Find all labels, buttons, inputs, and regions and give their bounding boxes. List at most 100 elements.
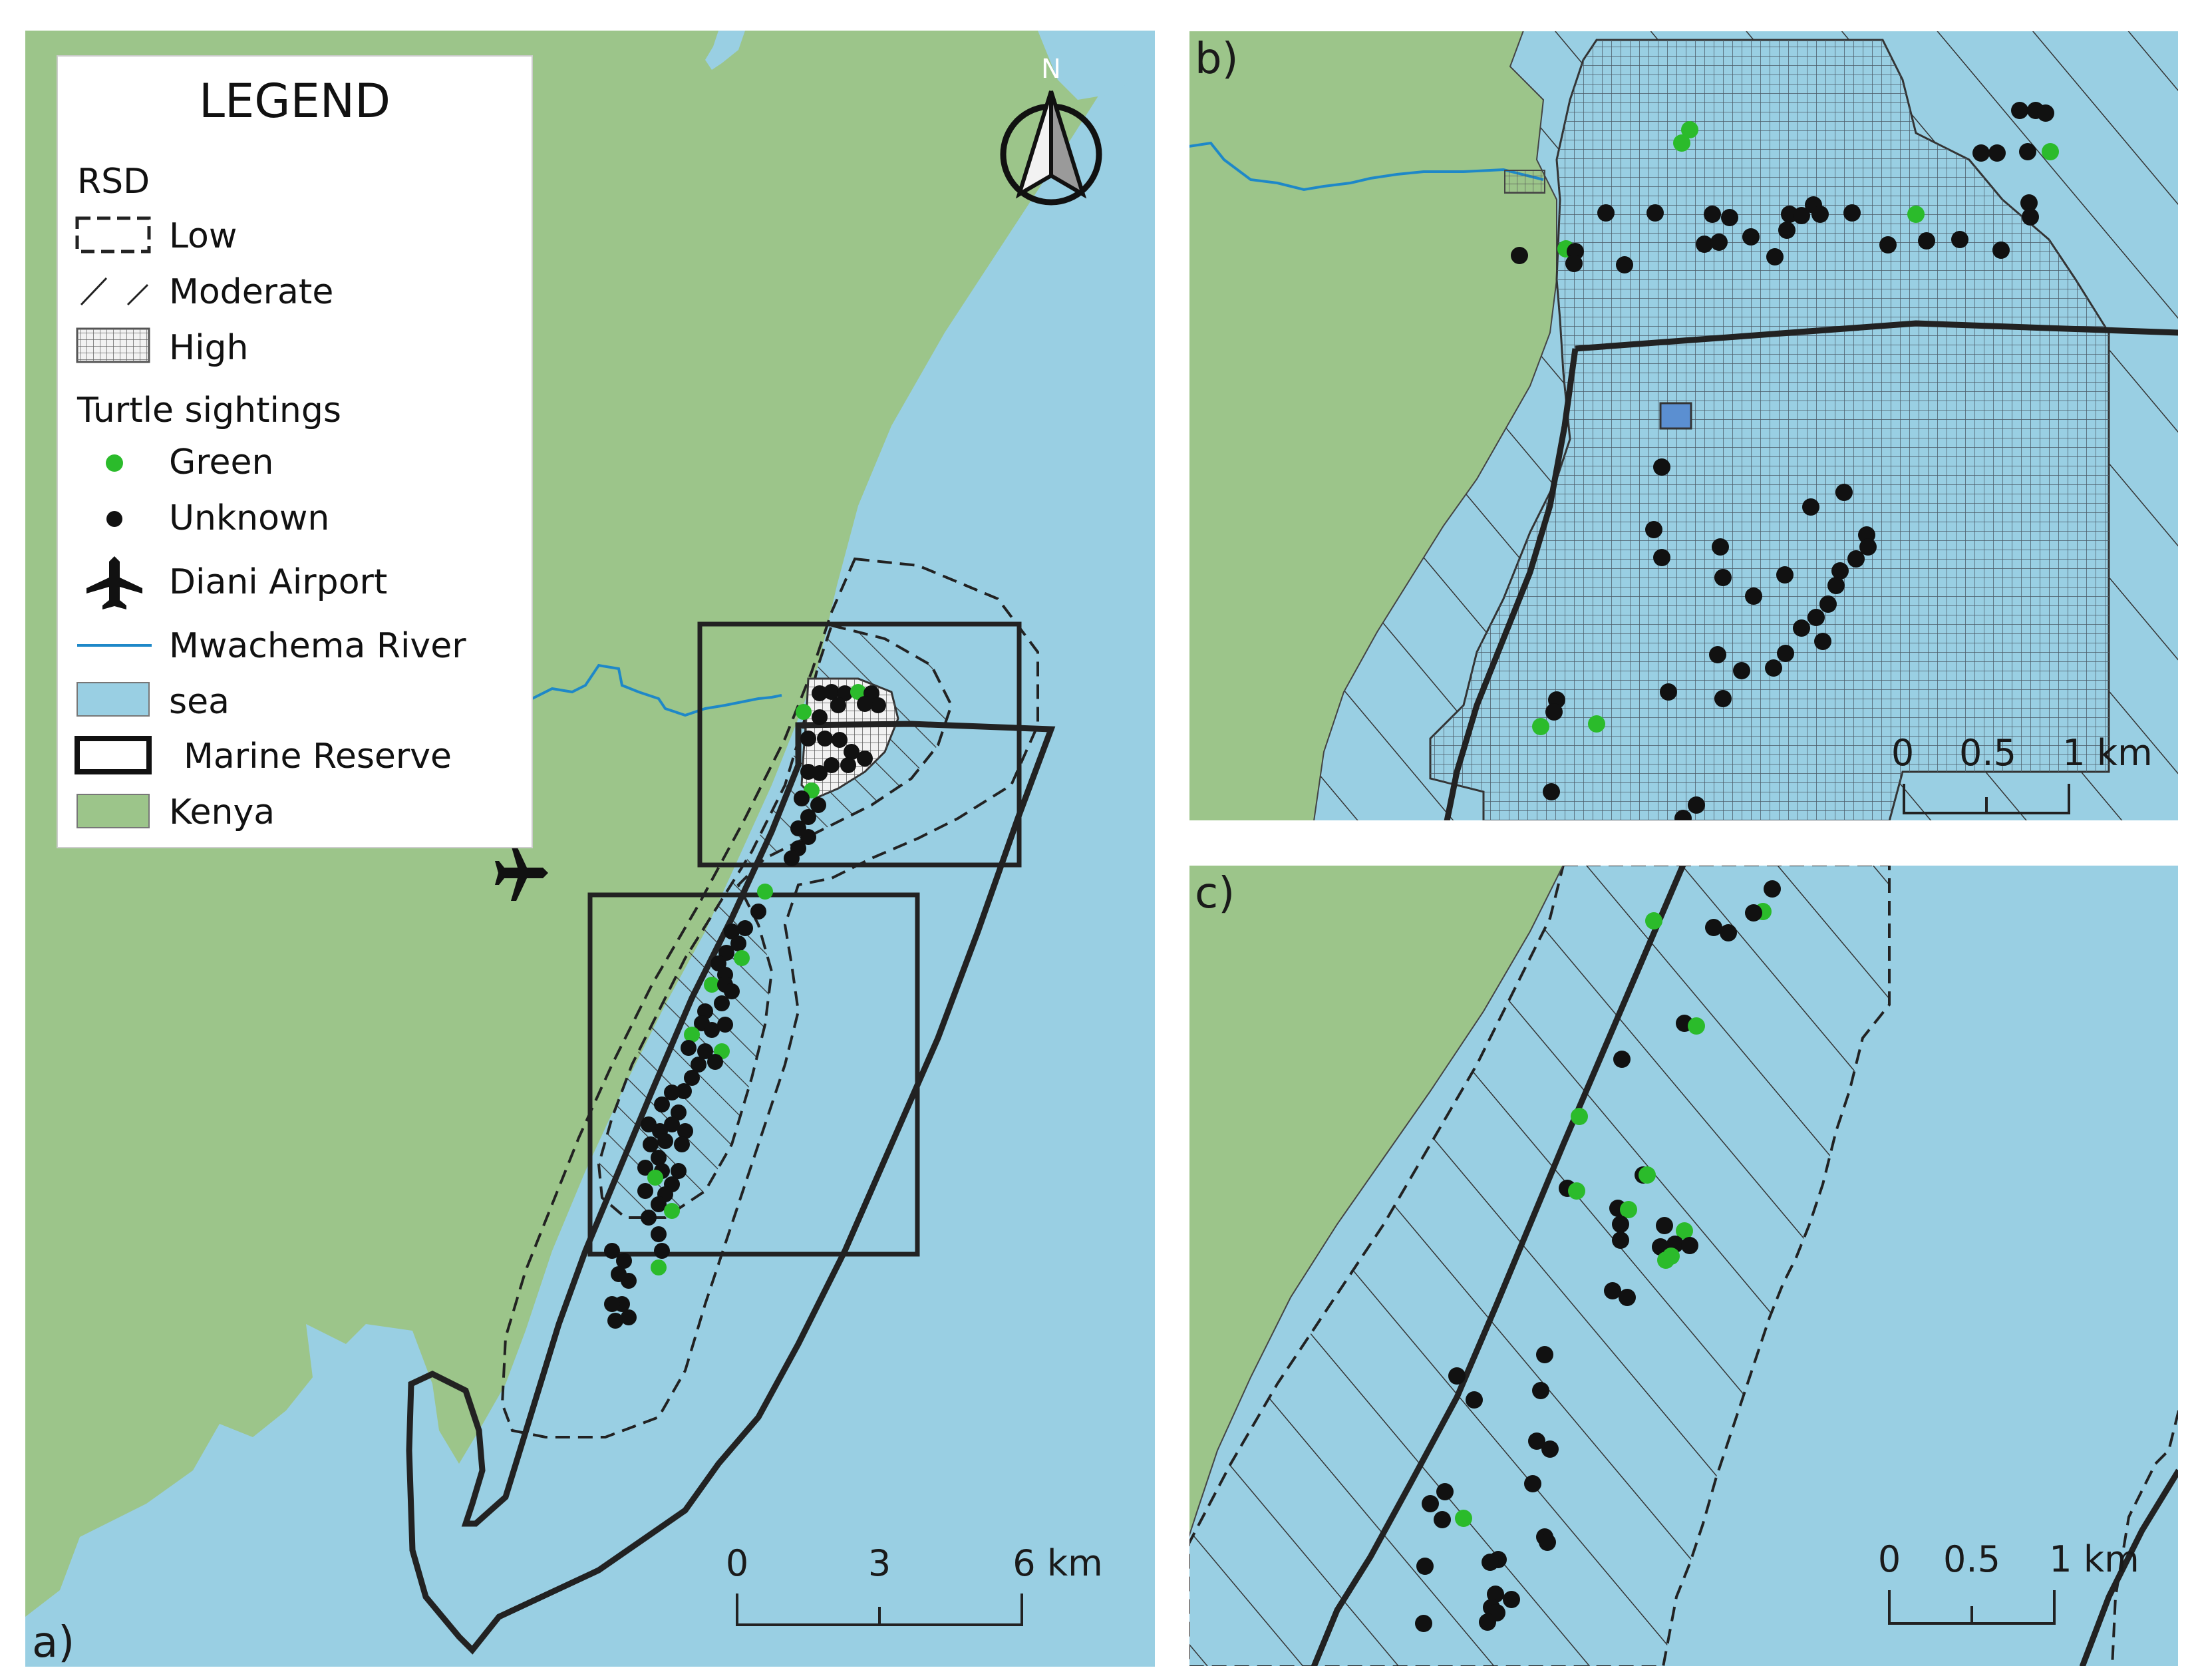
unknown-turtle-sighting	[1415, 1615, 1432, 1632]
green-turtle-sighting	[1688, 1017, 1705, 1035]
unknown-turtle-sighting	[717, 1017, 733, 1033]
airplane-icon	[495, 845, 548, 901]
legend-river-label: Mwachema River	[169, 626, 466, 666]
unknown-turtle-sighting	[1714, 690, 1732, 707]
unknown-turtle-sighting	[824, 684, 840, 700]
unknown-turtle-sighting	[844, 744, 860, 760]
green-turtle-sighting	[1645, 912, 1662, 929]
unknown-turtle-sighting	[837, 685, 853, 701]
legend-moderate-swatch	[80, 277, 149, 306]
unknown-turtle-sighting	[1536, 1346, 1553, 1363]
legend-unknown-label: Unknown	[169, 498, 329, 538]
green-turtle-sighting	[1571, 1108, 1588, 1125]
unknown-turtle-sighting	[1416, 1558, 1434, 1575]
airplane-icon	[86, 556, 142, 609]
unknown-turtle-sighting	[1819, 595, 1837, 613]
unknown-turtle-sighting	[637, 1183, 653, 1199]
unknown-turtle-sighting	[697, 1043, 713, 1059]
scale-b-tick-2: 1 km	[2062, 732, 2152, 774]
legend-kenya-swatch	[77, 794, 150, 828]
panel-b-scale-bar: 0 0.5 1 km	[1891, 732, 2153, 814]
unknown-turtle-sighting	[1879, 236, 1897, 253]
estuary-high-patch	[1504, 170, 1545, 194]
land-area	[1189, 31, 1557, 821]
legend-reserve-label: Marine Reserve	[184, 737, 452, 776]
unknown-turtle-sighting	[1597, 204, 1615, 222]
unknown-turtle-sighting	[704, 1022, 720, 1038]
unknown-turtle-sighting	[1541, 1440, 1559, 1458]
unknown-turtle-sighting	[1674, 810, 1692, 821]
legend-low-swatch	[75, 216, 151, 253]
legend-green-label: Green	[169, 442, 273, 482]
legend-sea-label: sea	[169, 682, 230, 722]
unknown-turtle-sighting	[1543, 783, 1560, 800]
green-turtle-sighting	[1639, 1166, 1656, 1184]
northern-inlet	[705, 31, 745, 70]
unknown-turtle-sighting	[1765, 659, 1782, 677]
unknown-turtle-sighting	[604, 1243, 620, 1259]
scale-b-tick-1: 0.5	[1959, 732, 2016, 774]
green-turtle-sighting	[850, 684, 866, 700]
legend-high-swatch-grid	[77, 329, 149, 362]
unknown-turtle-sighting	[1482, 1554, 1499, 1571]
green-turtle-sighting	[1907, 206, 1925, 223]
legend-airport-label: Diani Airport	[169, 562, 387, 602]
unknown-turtle-sighting	[1778, 222, 1796, 239]
panel-b-frame	[1188, 30, 2179, 822]
unknown-turtle-sighting	[676, 1083, 692, 1099]
unknown-turtle-sighting	[800, 764, 816, 780]
scale-c-tick-1: 0.5	[1943, 1538, 2000, 1580]
scale-c-tick-0: 0	[1878, 1538, 1901, 1580]
sea-area	[25, 31, 1155, 1667]
unknown-turtle-sighting	[1466, 1391, 1483, 1409]
unknown-turtle-sighting	[654, 1096, 670, 1112]
unknown-turtle-sighting	[714, 995, 730, 1011]
green-turtle-sighting	[1681, 121, 1698, 138]
unknown-turtle-sighting	[1696, 236, 1713, 253]
unknown-turtle-sighting	[1511, 247, 1528, 264]
unknown-turtle-sighting	[800, 731, 816, 747]
unknown-turtle-sighting	[1766, 248, 1784, 265]
unknown-turtle-sighting	[840, 757, 856, 773]
unknown-turtle-sighting	[1545, 703, 1563, 721]
unknown-turtle-sighting	[794, 790, 810, 806]
unknown-turtle-sighting	[724, 924, 740, 939]
scale-c-tick-2: 1 km	[2049, 1538, 2139, 1580]
unknown-turtle-sighting	[651, 1226, 667, 1242]
unknown-turtle-sighting	[1656, 1217, 1673, 1234]
legend-high-label: High	[169, 328, 249, 368]
unknown-turtle-sighting	[730, 935, 746, 951]
unknown-turtle-sighting	[1422, 1495, 1439, 1512]
unknown-turtle-sighting	[1951, 231, 1968, 248]
panel-a-sightings	[604, 684, 886, 1329]
unknown-turtle-sighting	[1745, 588, 1762, 605]
unknown-turtle-sighting	[1645, 521, 1662, 538]
unknown-turtle-sighting	[1646, 204, 1664, 222]
unknown-turtle-sighting	[1434, 1511, 1451, 1528]
unknown-turtle-sighting	[616, 1253, 632, 1269]
unknown-turtle-sighting	[1709, 646, 1726, 663]
legend-unknown-dot	[106, 511, 122, 527]
green-turtle-sighting	[1673, 134, 1690, 152]
scale-a-tick-0: 0	[726, 1542, 748, 1584]
blue-patch	[1659, 402, 1692, 430]
unknown-turtle-sighting	[1988, 144, 2006, 162]
north-arrow: N	[1000, 54, 1102, 206]
unknown-turtle-sighting	[1742, 228, 1760, 246]
panel-b-map	[1189, 31, 2179, 821]
rsd-high-grid	[1430, 40, 2109, 821]
unknown-turtle-sighting	[1745, 904, 1762, 922]
unknown-turtle-sighting	[1539, 1534, 1556, 1551]
unknown-turtle-sighting	[1714, 569, 1732, 586]
unknown-turtle-sighting	[654, 1243, 670, 1259]
scale-c-line	[1888, 1590, 2056, 1625]
panel-a-label: a)	[32, 1618, 75, 1667]
unknown-turtle-sighting	[1653, 458, 1670, 476]
unknown-turtle-sighting	[1720, 924, 1737, 941]
unknown-turtle-sighting	[1528, 1432, 1545, 1450]
unknown-turtle-sighting	[1712, 538, 1729, 556]
unknown-turtle-sighting	[817, 731, 833, 747]
unknown-turtle-sighting	[2022, 208, 2039, 226]
unknown-turtle-sighting	[1681, 1237, 1698, 1254]
unknown-turtle-sighting	[1688, 796, 1705, 814]
